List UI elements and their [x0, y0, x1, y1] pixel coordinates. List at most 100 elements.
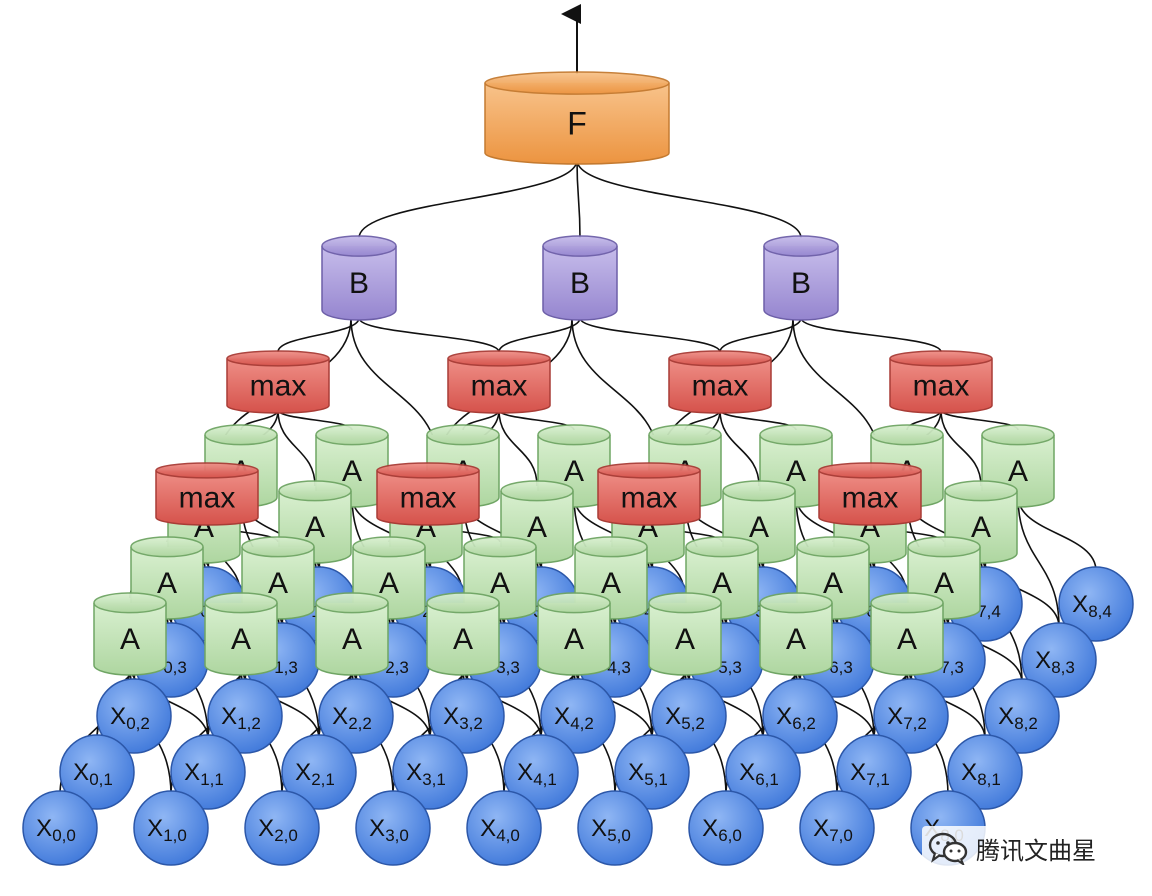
a-cylinder-5-0: A [648, 592, 722, 676]
a-cylinder-2-0: A [315, 592, 389, 676]
x-node-4-2: X4,2 [540, 678, 616, 754]
max-layer2-0: max [226, 350, 330, 414]
max-to-b-line [719, 317, 802, 353]
max-layer1-2: max [597, 462, 701, 526]
max-layer2-0-label: max [250, 370, 307, 403]
x-node-2-0: X2,0 [244, 790, 320, 866]
max-to-b-line [358, 317, 500, 353]
b-cylinder-2-label: B [791, 267, 811, 300]
a-cylinder-7-0-label: A [897, 623, 917, 656]
x-node-7-1: X7,1 [836, 734, 912, 810]
a-cylinder-7-3-label: A [1008, 455, 1028, 488]
a-cylinder-5-1-label: A [712, 567, 732, 600]
x-node-5-0: X5,0 [577, 790, 653, 866]
f-cylinder-label: F [567, 105, 587, 141]
a-cylinder-5-0-label: A [675, 623, 695, 656]
max-layer1-1: max [376, 462, 480, 526]
x-node-3-2: X3,2 [429, 678, 505, 754]
max-layer1-0: max [155, 462, 259, 526]
x-node-2-1: X2,1 [281, 734, 357, 810]
a-cylinder-2-0-label: A [342, 623, 362, 656]
a-cylinder-0-0: A [93, 592, 167, 676]
x-node-label: X4,0 [480, 815, 520, 845]
a-cylinder-7-1-label: A [934, 567, 954, 600]
b-cylinder-0: B [321, 235, 397, 321]
b-cylinder-1-label: B [570, 267, 590, 300]
x-node-1-2: X1,2 [207, 678, 283, 754]
a-cylinder-0-1-label: A [157, 567, 177, 600]
x-to-a-line [1017, 495, 1060, 628]
max-layer2-1-label: max [471, 370, 528, 403]
a-cylinder-6-1-label: A [823, 567, 843, 600]
x-node-6-2: X6,2 [762, 678, 838, 754]
a-cylinder-1-2-label: A [305, 511, 325, 544]
a-cylinder-3-3-label: A [564, 455, 584, 488]
x-node-1-0: X1,0 [133, 790, 209, 866]
x-node-0-1: X0,1 [59, 734, 135, 810]
f-cylinder: F [484, 71, 670, 165]
max-layer2-3: max [889, 350, 993, 414]
max-layer1-3: max [818, 462, 922, 526]
x-node-0-2: X0,2 [96, 678, 172, 754]
x-node-4-0: X4,0 [466, 790, 542, 866]
x-node-6-0: X6,0 [688, 790, 764, 866]
a-cylinder-1-1-label: A [268, 567, 288, 600]
a-cylinder-5-1: A [685, 536, 759, 620]
max-layer2-2: max [668, 350, 772, 414]
a-to-max-line [719, 409, 760, 487]
b-cylinder-2: B [763, 235, 839, 321]
b-cylinder-1: B [542, 235, 618, 321]
a-to-max-line [498, 409, 538, 487]
a-cylinder-2-1-label: A [379, 567, 399, 600]
max-layer1-0-label: max [179, 482, 236, 515]
x-node-7-0: X7,0 [799, 790, 875, 866]
x-node-6-1: X6,1 [725, 734, 801, 810]
x-node-8-2: X8,2 [984, 678, 1060, 754]
a-to-max-line [940, 409, 982, 487]
a-cylinder-1-0-label: A [231, 623, 251, 656]
a-cylinder-4-0: A [537, 592, 611, 676]
x-node-8-4: X8,4 [1058, 566, 1134, 642]
a-cylinder-7-0: A [870, 592, 944, 676]
x-node-7-2: X7,2 [873, 678, 949, 754]
max-layer1-2-label: max [621, 482, 678, 515]
max-to-b-line [498, 317, 581, 353]
x-node-3-1: X3,1 [392, 734, 468, 810]
max-to-b-line [800, 317, 942, 353]
a-cylinder-3-0-label: A [453, 623, 473, 656]
watermark: 腾讯文曲星 [922, 826, 1102, 870]
x-to-a-line [1017, 495, 1097, 572]
a-cylinder-3-1-label: A [490, 567, 510, 600]
max-to-b-line [579, 317, 721, 353]
a-cylinder-4-0-label: A [564, 623, 584, 656]
a-cylinder-4-1-label: A [601, 567, 621, 600]
nodes: X0,4X1,4X2,4X3,4X4,4X5,4X6,4X7,4X8,4X0,3… [22, 71, 1134, 866]
x-node-2-2: X2,2 [318, 678, 394, 754]
a-cylinder-1-0: A [204, 592, 278, 676]
a-cylinder-3-0: A [426, 592, 500, 676]
max-layer1-1-label: max [400, 482, 457, 515]
a-cylinder-6-0-label: A [786, 623, 806, 656]
x-node-8-1: X8,1 [947, 734, 1023, 810]
a-cylinder-5-3-label: A [786, 455, 806, 488]
max-layer2-2-label: max [692, 370, 749, 403]
x-node-5-1: X5,1 [614, 734, 690, 810]
a-cylinder-7-2-label: A [971, 511, 991, 544]
x-node-4-1: X4,1 [503, 734, 579, 810]
x-node-3-0: X3,0 [355, 790, 431, 866]
b-to-f-line [358, 159, 578, 239]
wechat-icon [928, 832, 968, 865]
a-cylinder-0-1: A [130, 536, 204, 620]
a-cylinder-6-0: A [759, 592, 833, 676]
a-cylinder-3-2-label: A [527, 511, 547, 544]
x-node-1-1: X1,1 [170, 734, 246, 810]
a-cylinder-1-3-label: A [342, 455, 362, 488]
a-cylinder-0-0-label: A [120, 623, 140, 656]
b-to-f-line [576, 159, 581, 239]
max-layer1-3-label: max [842, 482, 899, 515]
max-layer2-1: max [447, 350, 551, 414]
b-to-f-line [576, 159, 802, 239]
x-node-5-2: X5,2 [651, 678, 727, 754]
max-to-b-line [277, 317, 360, 353]
